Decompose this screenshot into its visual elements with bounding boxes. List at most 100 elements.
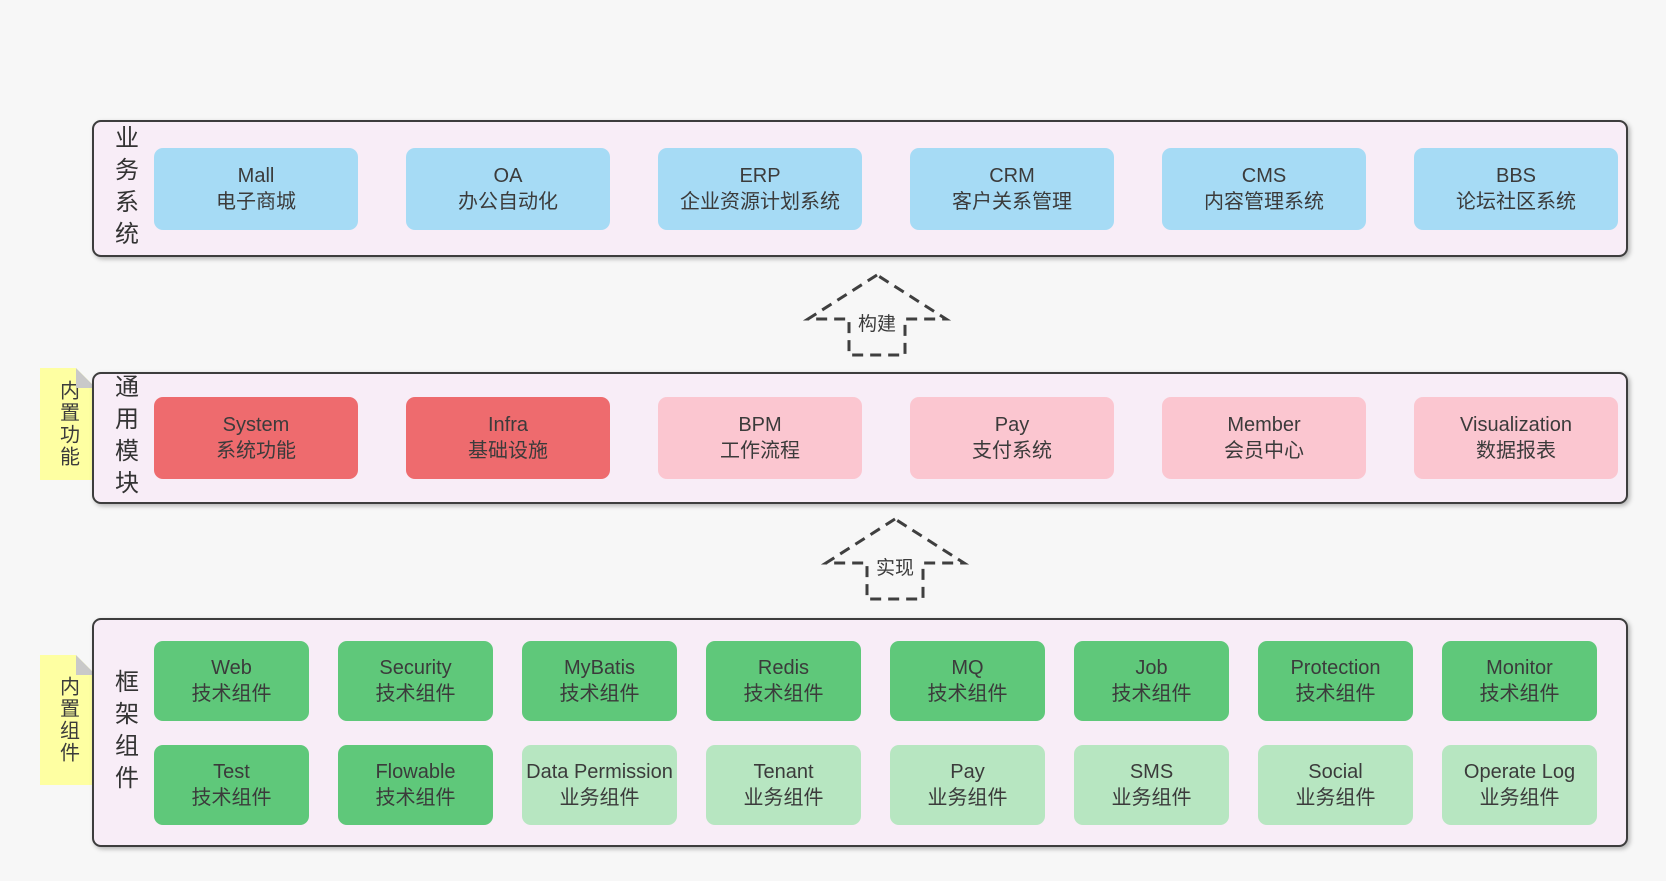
- box-title-cn: 业务组件: [1479, 786, 1560, 809]
- box-title-en: Web: [211, 656, 252, 679]
- diagram-box-operate-log: Operate Log 业务组件: [1442, 744, 1597, 825]
- box-title-en: Tenant: [753, 760, 814, 783]
- box-title-en: Test: [213, 760, 250, 783]
- diagram-box-mall: Mall 电子商城: [154, 147, 358, 230]
- diagram-box-member: Member 会员中心: [1162, 397, 1366, 479]
- dashed-up-arrow-implement: 实现: [820, 516, 970, 602]
- box-title-en: Security: [379, 656, 452, 679]
- note-label: 内置组件: [56, 676, 79, 764]
- box-title-cn: 企业资源计划系统: [680, 190, 840, 213]
- box-title-en: Infra: [487, 414, 529, 436]
- box-title-cn: 业务组件: [927, 786, 1008, 809]
- box-title-en: OA: [493, 164, 523, 187]
- box-title-en: Job: [1135, 656, 1168, 679]
- diagram-box-pay-module: Pay 支付系统: [910, 397, 1114, 479]
- arrow-label: 构建: [854, 307, 900, 337]
- box-title-cn: 工作流程: [720, 440, 800, 462]
- note-label: 内置功能: [56, 380, 79, 468]
- box-title-en: MQ: [951, 656, 984, 679]
- diagram-box-security: Security 技术组件: [338, 640, 493, 721]
- diagram-box-mq: MQ 技术组件: [890, 640, 1045, 721]
- section-side-label: 框架组件: [110, 668, 138, 797]
- box-title-cn: 业务组件: [559, 786, 640, 809]
- box-title-en: Visualization: [1460, 414, 1572, 436]
- box-title-en: CRM: [989, 164, 1035, 187]
- sticky-note-builtin-features: 内置功能: [40, 368, 96, 480]
- box-title-cn: 业务组件: [743, 786, 824, 809]
- box-title-en: Pay: [994, 414, 1030, 436]
- diagram-box-tenant: Tenant 业务组件: [706, 744, 861, 825]
- box-title-cn: 技术组件: [375, 682, 456, 705]
- up-arrow-icon: [802, 273, 952, 357]
- diagram-box-web: Web 技术组件: [154, 640, 309, 721]
- box-title-en: Redis: [757, 656, 810, 679]
- box-title-cn: 业务组件: [1295, 786, 1376, 809]
- box-title-en: Protection: [1290, 656, 1381, 679]
- box-title-en: Mall: [237, 164, 275, 187]
- diagram-box-erp: ERP 企业资源计划系统: [658, 147, 862, 230]
- box-title-en: Member: [1227, 414, 1301, 436]
- box-title-cn: 支付系统: [972, 440, 1052, 462]
- dashed-up-arrow-build: 构建: [802, 272, 952, 358]
- box-title-cn: 基础设施: [468, 440, 548, 462]
- box-title-cn: 技术组件: [1295, 682, 1376, 705]
- box-title-cn: 技术组件: [191, 682, 272, 705]
- box-title-en: SMS: [1129, 760, 1174, 783]
- box-title-cn: 技术组件: [375, 786, 456, 809]
- diagram-box-data-permission: Data Permission 业务组件: [522, 744, 677, 825]
- box-title-en: Social: [1308, 760, 1363, 783]
- section-framework-components: 框架组件 Web 技术组件 Security 技术组件 MyBatis 技术组件…: [92, 618, 1628, 847]
- box-title-cn: 内容管理系统: [1204, 190, 1324, 213]
- diagram-box-mybatis: MyBatis 技术组件: [522, 640, 677, 721]
- section-side-label: 业务系统: [110, 124, 138, 253]
- box-title-cn: 数据报表: [1476, 440, 1556, 462]
- box-title-cn: 技术组件: [559, 682, 640, 705]
- diagram-box-redis: Redis 技术组件: [706, 640, 861, 721]
- box-title-en: CMS: [1241, 164, 1287, 187]
- box-title-en: Data Permission: [526, 760, 673, 783]
- diagram-box-bbs: BBS 论坛社区系统: [1414, 147, 1618, 230]
- box-title-cn: 系统功能: [216, 440, 296, 462]
- diagram-box-flowable: Flowable 技术组件: [338, 744, 493, 825]
- box-title-cn: 办公自动化: [458, 190, 558, 213]
- up-arrow-icon: [820, 517, 970, 601]
- arrow-label: 实现: [872, 551, 918, 581]
- box-title-en: BPM: [738, 414, 782, 436]
- box-title-cn: 技术组件: [743, 682, 824, 705]
- box-title-cn: 电子商城: [216, 190, 296, 213]
- section-boxes: System 系统功能 Infra 基础设施 BPM 工作流程 Pay 支付系统…: [154, 374, 1626, 502]
- sticky-note-builtin-components: 内置组件: [40, 655, 96, 785]
- box-title-en: Monitor: [1486, 656, 1553, 679]
- box-title-en: BBS: [1495, 164, 1537, 187]
- box-title-cn: 业务组件: [1111, 786, 1192, 809]
- section-side-label: 通用模块: [110, 374, 138, 502]
- diagram-box-system: System 系统功能: [154, 397, 358, 479]
- box-title-cn: 技术组件: [927, 682, 1008, 705]
- box-title-cn: 技术组件: [191, 786, 272, 809]
- box-title-en: MyBatis: [563, 656, 636, 679]
- box-title-en: Flowable: [375, 760, 456, 783]
- box-title-en: Pay: [950, 760, 985, 783]
- diagram-box-social: Social 业务组件: [1258, 744, 1413, 825]
- diagram-box-monitor: Monitor 技术组件: [1442, 640, 1597, 721]
- diagram-box-cms: CMS 内容管理系统: [1162, 147, 1366, 230]
- diagram-box-crm: CRM 客户关系管理: [910, 147, 1114, 230]
- diagram-box-protection: Protection 技术组件: [1258, 640, 1413, 721]
- box-title-cn: 论坛社区系统: [1456, 190, 1576, 213]
- diagram-box-bpm: BPM 工作流程: [658, 397, 862, 479]
- section-common-modules: 通用模块 System 系统功能 Infra 基础设施 BPM 工作流程 Pay…: [92, 372, 1628, 504]
- diagram-box-sms: SMS 业务组件: [1074, 744, 1229, 825]
- diagram-box-test: Test 技术组件: [154, 744, 309, 825]
- box-title-cn: 客户关系管理: [952, 190, 1072, 213]
- box-title-cn: 技术组件: [1479, 682, 1560, 705]
- box-title-en: System: [222, 414, 290, 436]
- diagram-box-pay-component: Pay 业务组件: [890, 744, 1045, 825]
- box-title-en: ERP: [739, 164, 781, 187]
- box-title-cn: 会员中心: [1224, 440, 1304, 462]
- diagram-box-oa: OA 办公自动化: [406, 147, 610, 230]
- section-business-systems: 业务系统 Mall 电子商城 OA 办公自动化 ERP 企业资源计划系统 CRM…: [92, 120, 1628, 257]
- diagram-box-infra: Infra 基础设施: [406, 397, 610, 479]
- diagram-box-visualization: Visualization 数据报表: [1414, 397, 1618, 479]
- section-boxes: Mall 电子商城 OA 办公自动化 ERP 企业资源计划系统 CRM 客户关系…: [154, 122, 1626, 255]
